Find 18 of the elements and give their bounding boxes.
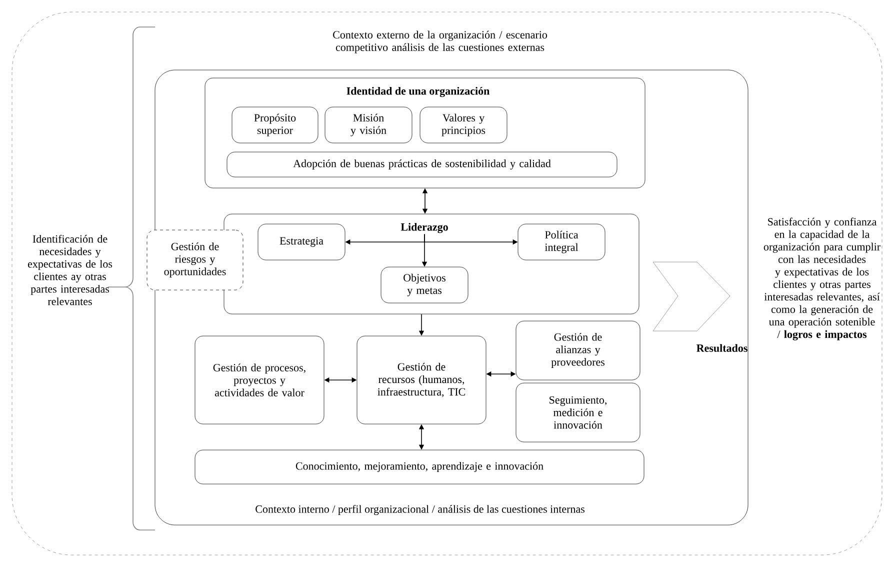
process-box: Misión y visión: [324, 106, 412, 144]
result-chevron: Resultados: [652, 262, 748, 352]
side-note: Satisfacción y confianza en la capacidad de la organización para cumplir con las necesidades y expectativas de los clientes y otras partes interesadas relevantes, así como la generación de una operación sotenible / logros e impactos: [764, 218, 880, 340]
dashed-box: Gestión de riesgos y oportunidades: [146, 230, 244, 290]
process-box: Objetivos y metas: [380, 266, 468, 304]
process-box: Política integral: [518, 224, 606, 260]
process-box: Gestión de recursos (humanos, infraestructura, TIC: [356, 336, 486, 424]
process-box: Seguimiento, medición e innovación: [516, 382, 640, 442]
node-label: Resultados: [696, 344, 748, 352]
process-box: Gestión de procesos, proyectos y actividades de valor: [194, 336, 324, 424]
process-box: Valores y principios: [420, 106, 508, 144]
process-box: Conocimiento, mejoramiento, aprendizaje e innovación: [194, 450, 644, 484]
process-box: Adopción de buenas prácticas de sostenibilidad y calidad: [226, 152, 618, 178]
process-box: Propósito superior: [232, 106, 318, 144]
side-note: Identificación de necesidades y expectativas de los clientes ay otras partes interesadas relevantes: [28, 234, 112, 306]
context-heading: Contexto externo de la organización / escenario competitivo análisis de las cuestiones externas: [333, 30, 548, 54]
process-box: Estrategia: [258, 224, 346, 260]
process-box: Gestión de alianzas y proveedores: [516, 320, 640, 380]
